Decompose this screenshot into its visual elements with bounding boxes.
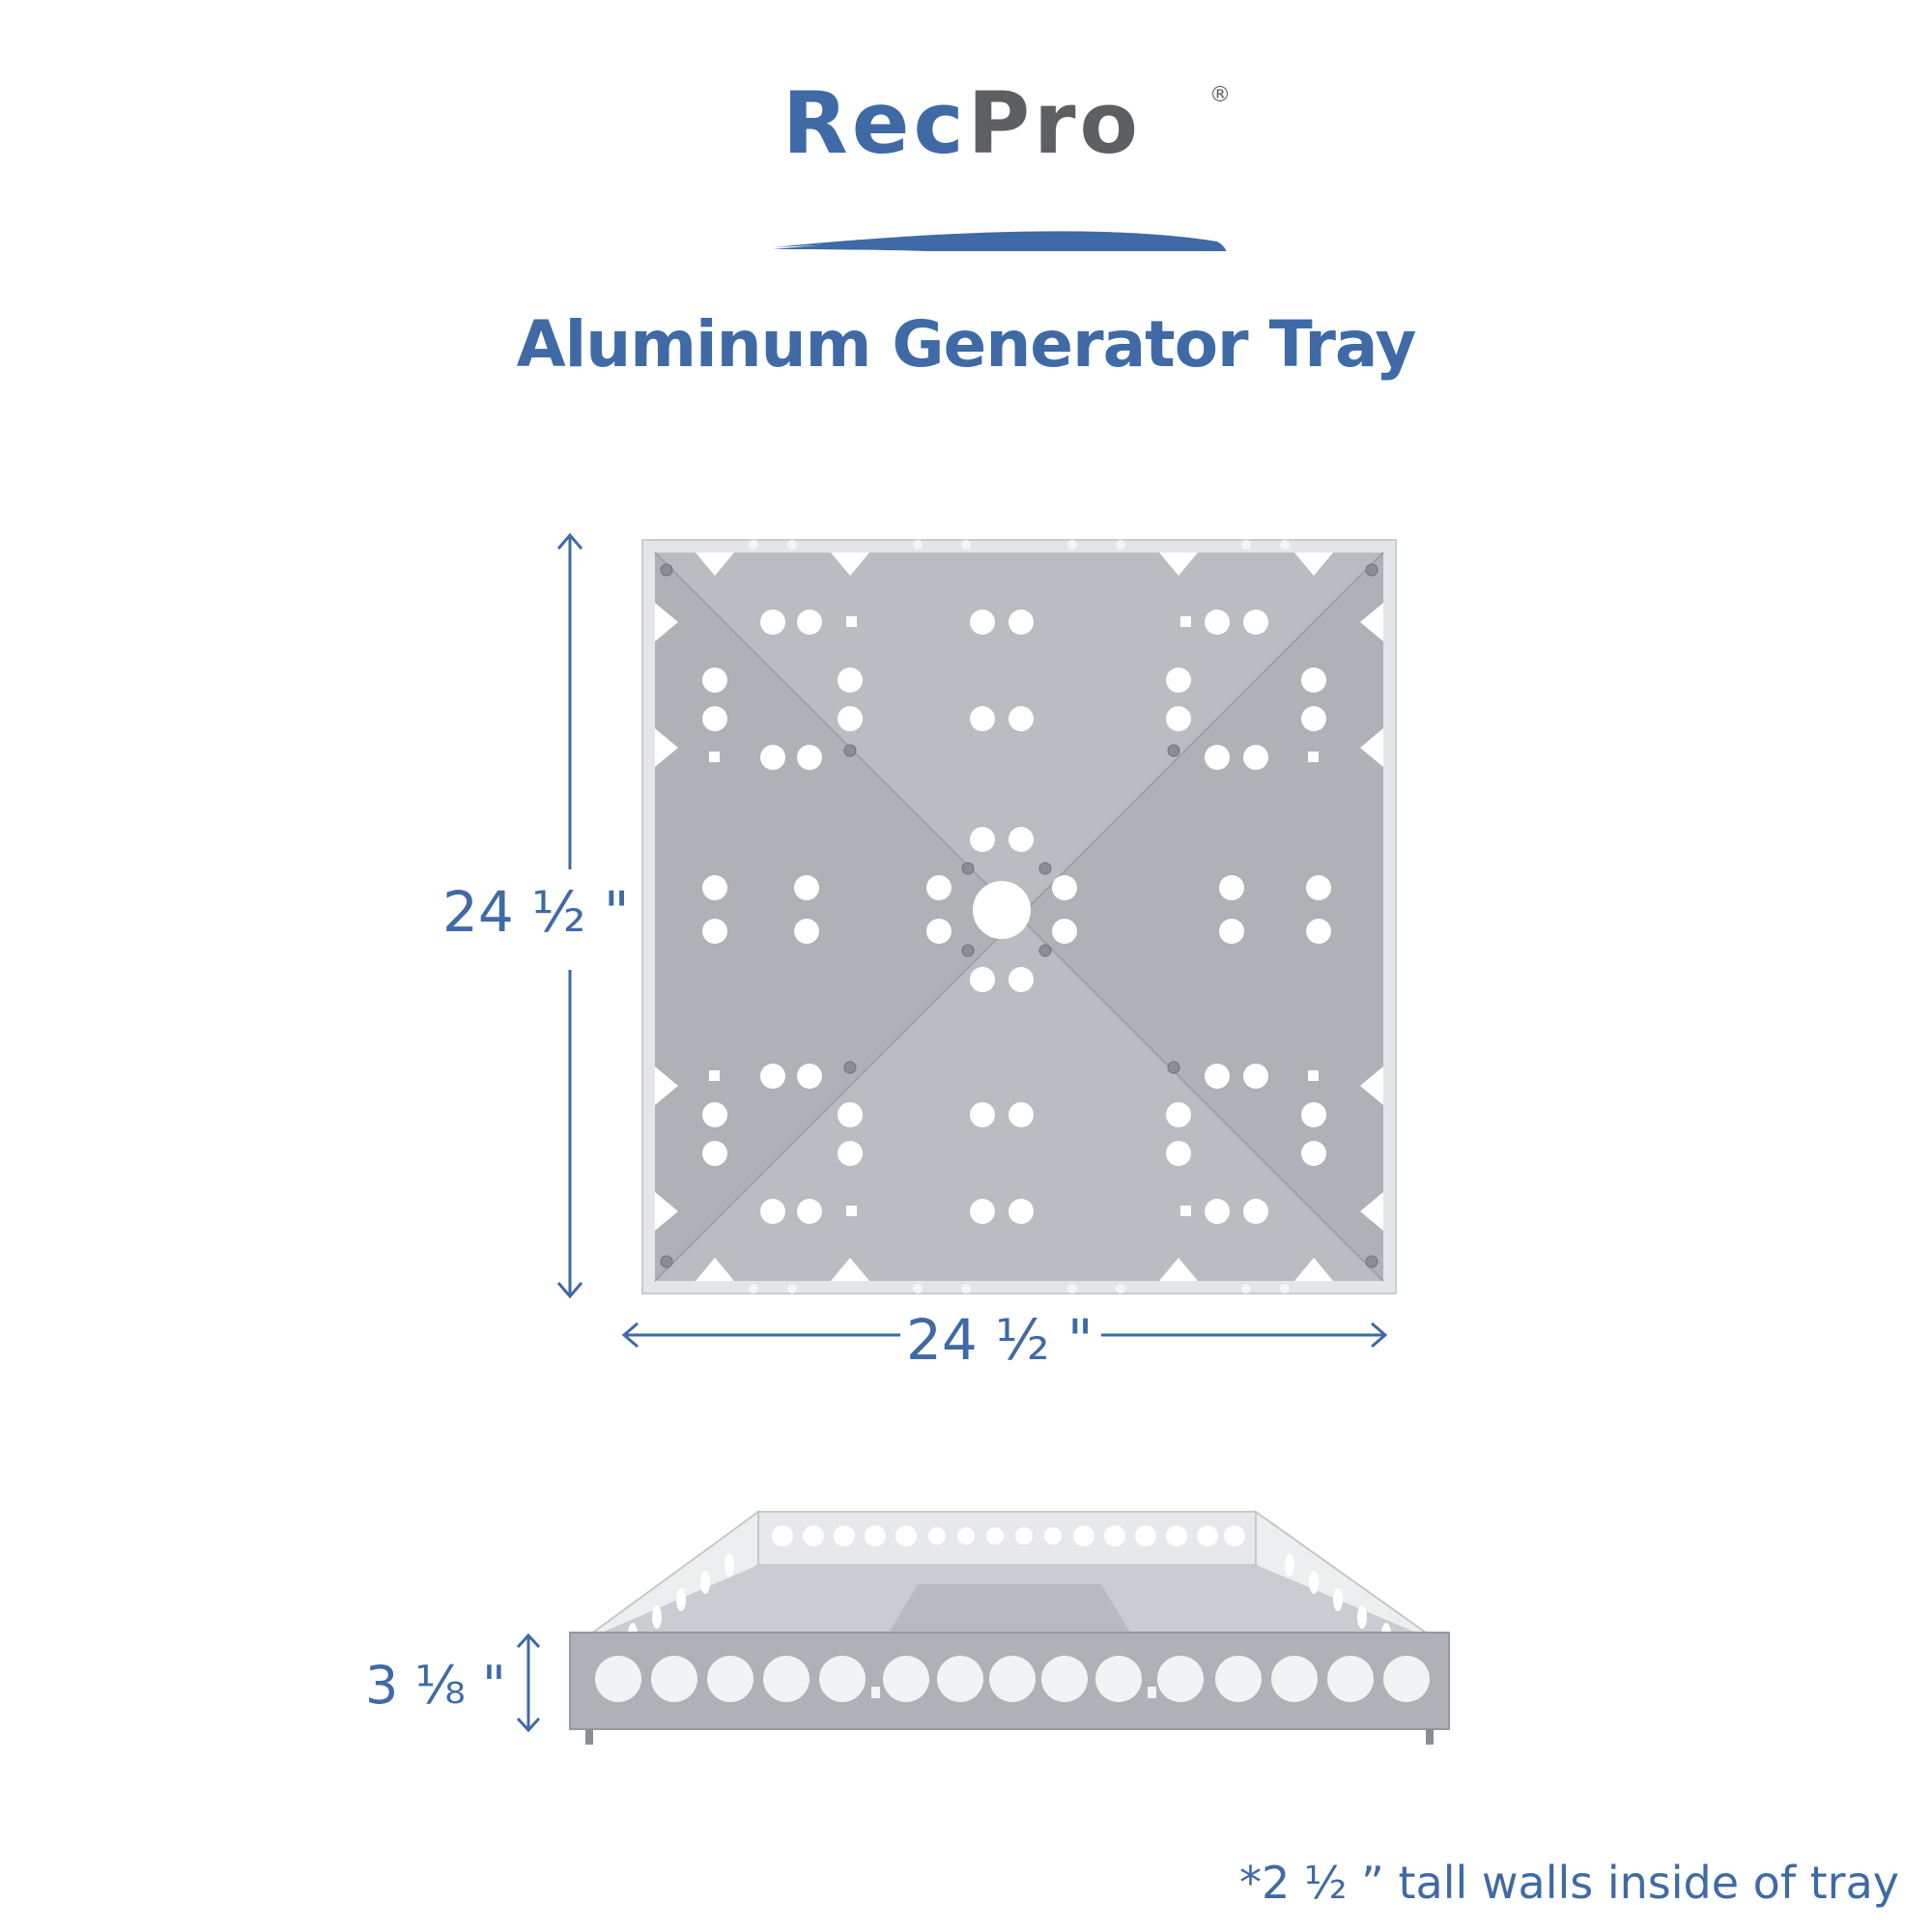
logo-wordmark: RecPro bbox=[782, 81, 1142, 166]
height-dimension-arrow bbox=[556, 532, 583, 1299]
logo-registered-mark: ® bbox=[1209, 83, 1231, 107]
logo-swoosh-icon bbox=[773, 231, 1227, 251]
logo-rec-text: Rec bbox=[782, 73, 968, 173]
depth-dimension-arrow bbox=[516, 1633, 541, 1733]
tray-top-view-image bbox=[641, 539, 1397, 1294]
logo-pro-text: Pro bbox=[967, 73, 1142, 173]
page-title: Aluminum Generator Tray bbox=[516, 307, 1417, 382]
width-dimension-arrow bbox=[621, 1321, 1388, 1349]
tray-side-view-image bbox=[569, 1510, 1450, 1745]
height-dimension-label: 24 ½ " bbox=[442, 879, 630, 945]
depth-dimension-label: 3 ⅛ " bbox=[365, 1655, 506, 1716]
recpro-logo: RecPro ® bbox=[763, 77, 1256, 251]
width-dimension-label: 24 ½ " bbox=[906, 1307, 1094, 1373]
footnote: *2 ½ ” tall walls inside of tray bbox=[1238, 1857, 1899, 1909]
